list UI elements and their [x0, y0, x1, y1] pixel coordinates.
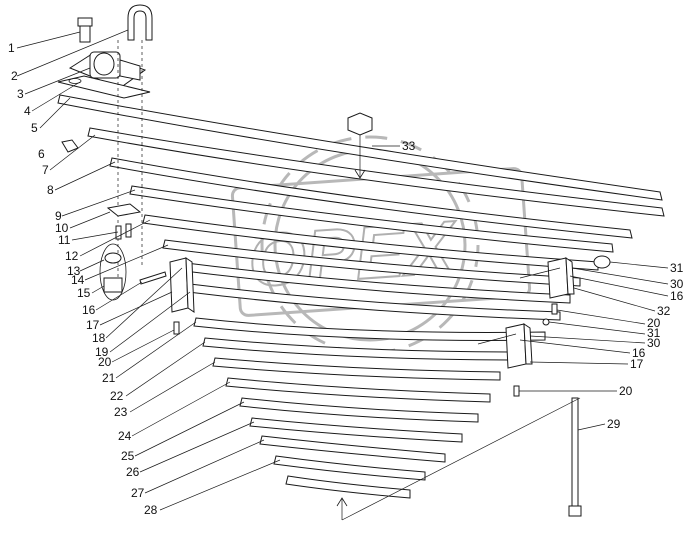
label-29: 29 [607, 417, 621, 431]
bracket-3 [68, 51, 147, 89]
label-22: 22 [110, 389, 124, 403]
label-5: 5 [31, 121, 38, 135]
bolt-16-right-top [519, 267, 561, 279]
leaf-22 [202, 337, 521, 361]
leaf-23 [212, 357, 501, 381]
label-24: 24 [118, 429, 132, 443]
leader-lines [16, 29, 669, 511]
leaf-26 [249, 417, 463, 443]
center-bolt-29 [568, 397, 582, 517]
leaf-28a [273, 455, 426, 481]
pin-11b [125, 223, 132, 238]
left-small-parts [61, 139, 195, 335]
label-18: 18 [92, 331, 106, 345]
bushing-13 [104, 252, 122, 264]
leaf-12 [142, 214, 599, 271]
label-16-right-bottom: 16 [632, 346, 646, 360]
label-27: 27 [131, 486, 145, 500]
spring-leaves [57, 94, 665, 499]
bolt-16-left [139, 271, 167, 285]
bolt-33 [347, 112, 373, 179]
nut-31-top [593, 255, 611, 269]
right-parts [336, 112, 611, 521]
label-8: 8 [47, 183, 54, 197]
label-11: 11 [58, 233, 71, 247]
part-labels: 1 2 3 4 5 6 7 8 9 10 11 12 13 14 15 16 1… [8, 41, 684, 517]
label-6: 6 [38, 147, 45, 161]
leaf-28b [285, 475, 411, 499]
pin-20-left [173, 321, 180, 335]
label-20-right-top: 20 [647, 316, 661, 330]
top-mount [57, 4, 153, 290]
label-17-right: 17 [630, 357, 644, 371]
label-23: 23 [114, 405, 128, 419]
bolt-16-right-bottom [477, 333, 517, 345]
label-20-right-bottom: 20 [619, 384, 633, 398]
leaf-13 [162, 239, 581, 287]
pin-20-right-bottom [513, 385, 520, 397]
label-31-top: 31 [670, 261, 684, 275]
clamp-17-left [169, 257, 195, 313]
label-33: 33 [402, 139, 416, 153]
label-3: 3 [17, 87, 24, 101]
clamp-17-right-top [547, 257, 575, 299]
label-20-left: 20 [98, 355, 112, 369]
leaf-27 [259, 435, 446, 463]
leaf-7 [87, 127, 665, 217]
leaf-21 [193, 317, 546, 341]
leaf-8 [109, 157, 633, 239]
label-26: 26 [126, 465, 140, 479]
label-30-mid: 30 [647, 336, 661, 350]
bolt-1 [77, 17, 93, 43]
label-13: 13 [67, 264, 81, 278]
u-bolt-2 [127, 4, 153, 41]
leaf-24 [225, 377, 491, 403]
label-14: 14 [71, 273, 85, 287]
label-32: 32 [657, 304, 671, 318]
nut-31-mid [542, 318, 550, 326]
label-28: 28 [144, 503, 158, 517]
leaf-9 [129, 185, 614, 253]
label-30-top: 30 [670, 277, 684, 291]
label-10: 10 [55, 221, 69, 235]
leaf-14 [175, 261, 571, 304]
label-2: 2 [11, 69, 18, 83]
label-15: 15 [77, 286, 91, 300]
pin-20-right-top [551, 303, 558, 315]
label-9: 9 [55, 209, 62, 223]
label-25: 25 [121, 449, 135, 463]
label-12: 12 [65, 249, 79, 263]
label-16-right-top: 16 [670, 289, 684, 303]
label-16-left: 16 [82, 303, 96, 317]
label-7: 7 [42, 163, 49, 177]
label-4: 4 [24, 104, 31, 118]
label-19: 19 [95, 345, 109, 359]
label-1: 1 [8, 41, 15, 55]
leaf-18 [187, 283, 561, 321]
label-31-mid: 31 [647, 326, 661, 340]
label-21: 21 [102, 371, 116, 385]
pad-10 [106, 203, 142, 217]
label-17-left: 17 [86, 318, 100, 332]
clamp-17-right-bottom [505, 323, 533, 369]
leaf-25 [239, 397, 479, 423]
bushing-15 [103, 277, 123, 293]
